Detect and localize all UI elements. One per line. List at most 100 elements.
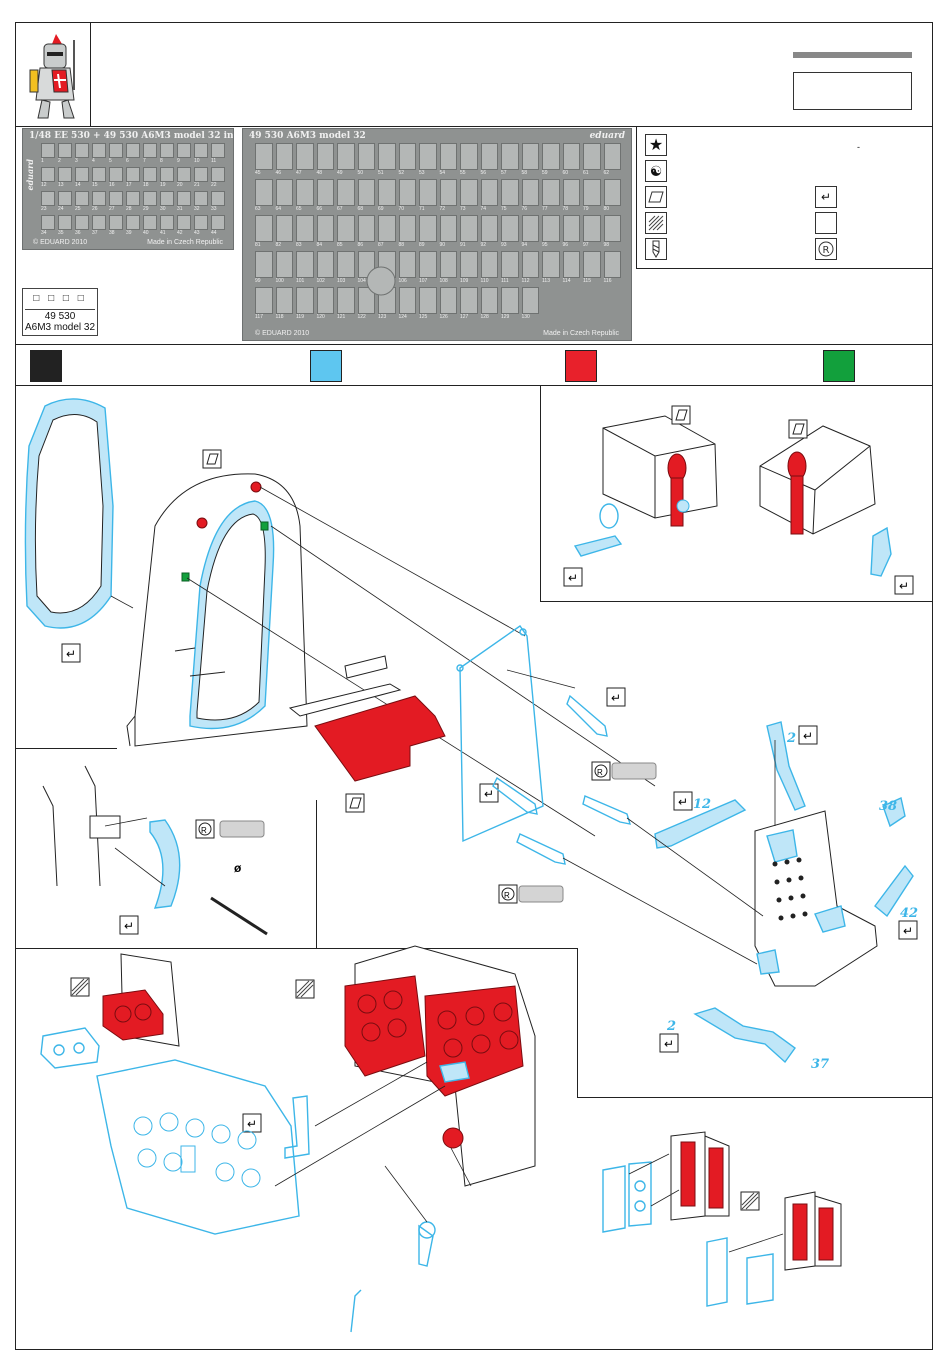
etch-part-number: 24 [58,206,64,212]
etch-part-number: 120 [316,314,325,320]
bracket-pe-2 [582,795,632,825]
parallelogram-icon-lever-1 [671,405,691,425]
main-instrument-panel [344,945,536,1187]
bend-icon-1: ↵ [61,643,81,663]
etch-part [337,287,355,314]
seat-callout-3: 38 [879,799,897,814]
bend-icon-11: ↵ [242,1113,262,1133]
etch-part [439,287,457,314]
instrument-panel-front-pe [96,1059,300,1235]
etch-part [501,251,519,278]
etch-part [211,191,225,206]
etch-part-number: 64 [275,206,282,212]
etch-part [275,143,293,170]
etch-part-number: 106 [398,278,407,284]
etch-part [501,143,519,170]
etch-part [542,215,560,242]
etch-part-number: 83 [296,242,302,248]
parallelogram-icon-support [345,793,365,813]
etch-part [378,215,396,242]
etch-fret-main: 49 530 A6M3 model 32 eduard © EDUARD 201… [242,128,632,341]
etch-part-number: 119 [296,314,304,320]
etch-part-number: 102 [316,278,325,284]
etch-part [75,215,89,230]
svg-text:↵: ↵ [66,647,76,661]
etch-part [419,251,437,278]
etch-part [75,191,89,206]
fret1-side-brand: eduard [25,159,35,191]
etch-part-number: 12 [41,182,47,188]
etch-part-number: 91 [460,242,466,248]
seat-callout-5: 2 [666,1019,676,1034]
etch-part-number: 57 [501,170,507,176]
etch-part [296,143,314,170]
etch-part [439,143,457,170]
bend-icon-10: ↵ [119,915,139,935]
etch-part [419,179,437,206]
etch-part [255,179,273,206]
etch-part [41,167,55,182]
etch-part-number: 41 [160,230,166,236]
etch-part-number: 65 [296,206,302,212]
r-tag-2: R [498,884,518,904]
seat-callout-4: 42 [900,906,918,921]
swatch-row-top-rule [15,344,933,345]
etch-part-number: 126 [439,314,448,320]
etch-part [75,167,89,182]
empty-box-icon [815,212,837,234]
instrument-small-panel [40,953,180,1069]
engine-fan-part [366,266,396,296]
etch-part-number: 116 [603,278,612,284]
etch-part [160,167,174,182]
etch-part-number: 58 [521,170,528,176]
hatched-icon-2 [295,979,315,999]
etch-part-number: 71 [419,206,425,212]
color-swatch [565,350,597,382]
etch-part [194,143,208,158]
etch-part-number: 28 [126,206,132,212]
r-circle-icon: R [815,238,837,260]
etch-part [357,179,375,206]
etch-part [177,167,191,182]
etch-part [296,251,314,278]
etch-part-number: 66 [316,206,323,212]
etch-part [583,179,601,206]
etch-part-number: 79 [583,206,589,212]
etch-part-number: 110 [480,278,489,284]
pin-inset [42,765,268,936]
color-swatch [310,350,342,382]
etch-part-number: 11 [211,158,217,164]
etch-part [211,215,225,230]
etch-part-number: 47 [296,170,302,176]
etch-part [109,215,123,230]
etch-part [501,179,519,206]
etch-part [177,143,191,158]
etch-part [542,179,560,206]
etch-part [378,179,396,206]
etch-part-number: 97 [583,242,589,248]
etch-part [419,215,437,242]
etch-part-number: 107 [419,278,428,284]
grey-plate-2 [518,885,564,903]
etch-part-number: 103 [337,278,346,284]
etch-part-number: 109 [460,278,469,284]
etch-part [398,251,416,278]
header-bottom-rule [15,126,933,127]
color-swatch [823,350,855,382]
etch-part [109,167,123,182]
etch-part [58,167,72,182]
parallelogram-icon-bulkhead [202,449,222,469]
lever-small-pe [418,1224,434,1267]
etch-part [255,251,273,278]
etch-part-number: 81 [255,242,261,248]
etch-part [296,215,314,242]
etch-part-number: 88 [398,242,405,248]
fret2-title: 49 530 A6M3 model 32 [249,131,366,141]
step-divider-left-mid [316,800,317,948]
side-console-part-1 [602,1131,730,1233]
etch-part-number: 70 [398,206,405,212]
hatched-icon-1 [70,977,90,997]
seat-adjust-frame-pe [456,625,544,843]
etch-part-number: 73 [460,206,466,212]
side-console-part-2 [706,1191,842,1307]
